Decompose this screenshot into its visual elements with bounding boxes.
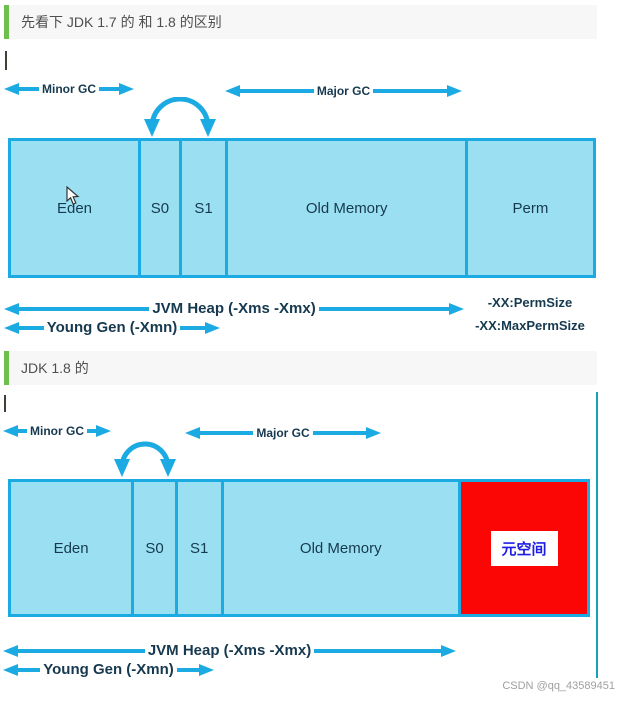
image-edge-tick bbox=[5, 51, 7, 70]
arrow-left-head-icon bbox=[185, 427, 200, 439]
arrow-left-head-icon bbox=[3, 644, 18, 657]
region-s1: S1 bbox=[178, 141, 226, 275]
minor-gc-arrow: Minor GC bbox=[4, 82, 134, 96]
perm-size-flags: -XX:PermSize -XX:MaxPermSize bbox=[455, 291, 605, 337]
arrow-left-head-icon bbox=[3, 425, 18, 437]
arrow-left-head-icon bbox=[225, 85, 240, 97]
arrow-right-head-icon bbox=[205, 321, 221, 334]
section-header-text: 先看下 JDK 1.7 的 和 1.8 的区别 bbox=[21, 14, 222, 30]
arrow-right-head-icon bbox=[96, 425, 111, 437]
minor-gc-arrow: Minor GC bbox=[3, 424, 111, 438]
young-gen-arrow: Young Gen (-Xmn) bbox=[4, 319, 221, 336]
arrow-right-head-icon bbox=[119, 83, 134, 95]
region-metaspace: 元空间 bbox=[458, 482, 588, 614]
region-eden: Eden bbox=[53, 539, 89, 557]
region-old-memory: Old Memory bbox=[225, 141, 465, 275]
region-s0: S0 bbox=[131, 482, 175, 614]
minor-gc-label: Minor GC bbox=[42, 82, 96, 96]
arrow-right-head-icon bbox=[199, 663, 215, 676]
section-header-text: JDK 1.8 的 bbox=[21, 360, 89, 376]
csdn-watermark: CSDN @qq_43589451 bbox=[502, 680, 615, 692]
minor-gc-label: Minor GC bbox=[30, 424, 84, 438]
young-gen-label: Young Gen (-Xmn) bbox=[43, 661, 174, 678]
young-gen-label: Young Gen (-Xmn) bbox=[46, 319, 178, 336]
arrow-right-head-icon bbox=[366, 427, 381, 439]
image-right-edge-line bbox=[596, 392, 598, 678]
perm-size-flag: -XX:PermSize bbox=[487, 295, 573, 310]
arrow-left-head-icon bbox=[3, 663, 18, 676]
jdk17-memory-bar: Eden S0 S1 Old Memory Perm bbox=[8, 138, 596, 278]
metaspace-label: 元空间 bbox=[490, 530, 558, 566]
jdk18-memory-bar: Eden S0 S1 Old Memory 元空间 bbox=[8, 479, 590, 617]
arrow-left-head-icon bbox=[4, 302, 19, 315]
image-edge-tick bbox=[4, 395, 6, 412]
region-eden: Eden bbox=[56, 199, 93, 217]
arrow-left-head-icon bbox=[4, 83, 19, 95]
section-header-jdk-comparison: 先看下 JDK 1.7 的 和 1.8 的区别 bbox=[4, 5, 597, 39]
major-gc-arrow: Major GC bbox=[185, 426, 381, 440]
jvm-heap-arrow: JVM Heap (-Xms -Xmx) bbox=[4, 300, 464, 317]
region-old-memory: Old Memory bbox=[220, 482, 459, 614]
max-perm-size-flag: -XX:MaxPermSize bbox=[475, 318, 585, 333]
survivor-swap-arc-icon bbox=[114, 441, 176, 477]
arrow-right-head-icon bbox=[441, 644, 456, 657]
jvm-heap-label: JVM Heap (-Xms -Xmx) bbox=[152, 300, 316, 317]
young-gen-arrow: Young Gen (-Xmn) bbox=[3, 661, 215, 678]
jvm-heap-label: JVM Heap (-Xms -Xmx) bbox=[147, 642, 312, 659]
arrow-right-head-icon bbox=[447, 85, 462, 97]
arrow-left-head-icon bbox=[4, 321, 19, 334]
region-s1: S1 bbox=[174, 482, 221, 614]
survivor-swap-arc-icon bbox=[144, 97, 216, 137]
major-gc-arrow: Major GC bbox=[225, 84, 462, 98]
region-perm: Perm bbox=[464, 141, 593, 275]
region-s0: S0 bbox=[137, 141, 179, 275]
major-gc-label: Major GC bbox=[256, 426, 310, 440]
section-header-jdk18: JDK 1.8 的 bbox=[4, 351, 597, 385]
major-gc-label: Major GC bbox=[316, 84, 371, 98]
arrow-right-head-icon bbox=[449, 302, 464, 315]
jvm-heap-arrow: JVM Heap (-Xms -Xmx) bbox=[3, 642, 456, 659]
mouse-cursor-icon bbox=[66, 186, 80, 206]
